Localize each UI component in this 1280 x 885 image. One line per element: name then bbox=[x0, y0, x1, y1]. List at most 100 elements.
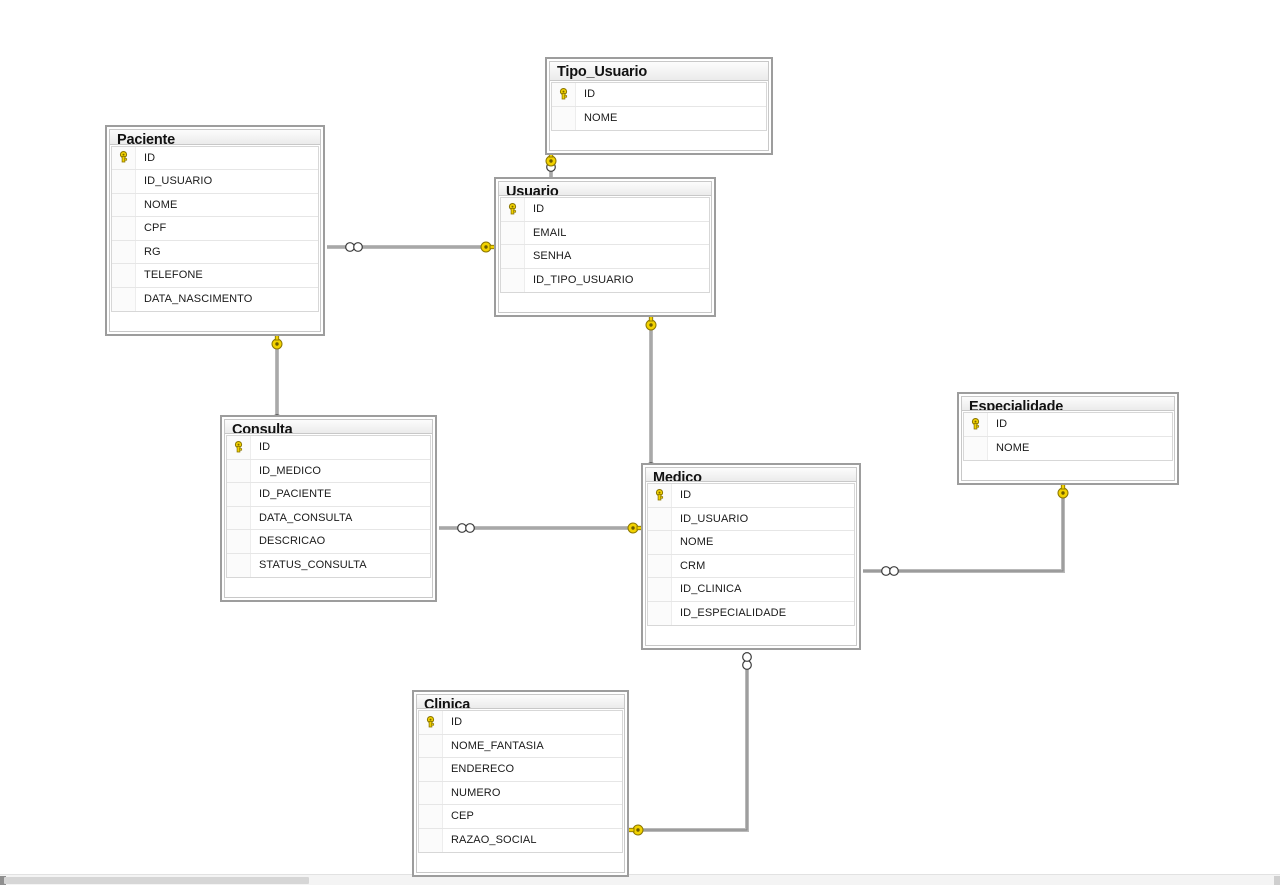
entity-title[interactable]: Especialidade bbox=[962, 397, 1174, 411]
scrollbar-right-cap[interactable] bbox=[1274, 876, 1280, 885]
field-gutter bbox=[964, 436, 988, 460]
field-row[interactable]: EMAIL bbox=[501, 221, 709, 245]
field-row[interactable]: DESCRICAO bbox=[227, 530, 430, 554]
field-row[interactable]: CEP bbox=[419, 805, 622, 829]
field-gutter bbox=[648, 531, 672, 554]
field-row[interactable]: DATA_NASCIMENTO bbox=[112, 287, 318, 311]
field-name: CEP bbox=[451, 810, 474, 823]
field-gutter bbox=[501, 268, 525, 292]
field-name: ID bbox=[584, 88, 596, 101]
entity-title[interactable]: Usuario bbox=[499, 182, 711, 196]
field-row[interactable]: NOME bbox=[552, 106, 766, 130]
field-name: ID_PACIENTE bbox=[259, 488, 332, 501]
field-row[interactable]: NOME bbox=[112, 193, 318, 217]
crowsfoot-many-icon bbox=[881, 566, 899, 576]
scrollbar-left-cap[interactable] bbox=[0, 876, 6, 885]
field-row[interactable]: DATA_CONSULTA bbox=[227, 506, 430, 530]
field-row[interactable]: ID_PACIENTE bbox=[227, 483, 430, 507]
field-row[interactable]: TELEFONE bbox=[112, 264, 318, 288]
primary-key-icon bbox=[112, 146, 136, 169]
field-name: CRM bbox=[680, 559, 706, 572]
field-row[interactable]: ID bbox=[227, 436, 430, 460]
field-row[interactable]: ID bbox=[501, 198, 709, 222]
field-gutter bbox=[648, 554, 672, 577]
relationship-paciente-usuario[interactable] bbox=[327, 241, 500, 253]
field-row[interactable]: ID_MEDICO bbox=[227, 459, 430, 483]
field-row[interactable]: SENHA bbox=[501, 245, 709, 269]
field-row[interactable]: ID bbox=[964, 413, 1172, 437]
crowsfoot-many-icon bbox=[457, 523, 475, 533]
field-name: DESCRICAO bbox=[259, 535, 326, 548]
field-row[interactable]: RAZAO_SOCIAL bbox=[419, 828, 622, 852]
entity-empty-area bbox=[417, 854, 624, 872]
field-gutter bbox=[648, 601, 672, 625]
entity-title[interactable]: Clinica bbox=[417, 695, 624, 709]
field-gutter bbox=[419, 758, 443, 781]
crowsfoot-many-icon bbox=[345, 242, 363, 252]
field-row[interactable]: ID_CLINICA bbox=[648, 578, 854, 602]
field-row[interactable]: ID_ESPECIALIDADE bbox=[648, 601, 854, 625]
field-row[interactable]: STATUS_CONSULTA bbox=[227, 553, 430, 577]
entity-field-list: ID EMAIL SENHA ID_TIPO_USUARIO bbox=[500, 197, 710, 293]
field-gutter bbox=[552, 106, 576, 130]
field-row[interactable]: NOME_FANTASIA bbox=[419, 734, 622, 758]
relationship-consulta-medico[interactable] bbox=[439, 522, 647, 534]
field-name: EMAIL bbox=[533, 226, 567, 239]
field-name: ID_USUARIO bbox=[144, 175, 213, 188]
field-row[interactable]: CRM bbox=[648, 554, 854, 578]
crowsfoot-one-icon bbox=[546, 162, 556, 172]
field-row[interactable]: ENDERECO bbox=[419, 758, 622, 782]
field-gutter bbox=[112, 240, 136, 263]
field-row[interactable]: NUMERO bbox=[419, 781, 622, 805]
field-row[interactable]: ID bbox=[552, 83, 766, 107]
field-row[interactable]: ID bbox=[112, 146, 318, 170]
field-row[interactable]: ID bbox=[648, 484, 854, 508]
entity-title[interactable]: Paciente bbox=[110, 130, 320, 145]
field-row[interactable]: ID_TIPO_USUARIO bbox=[501, 268, 709, 292]
field-name: ID bbox=[680, 489, 692, 502]
field-row[interactable]: ID_USUARIO bbox=[648, 507, 854, 531]
primary-key-icon bbox=[419, 711, 443, 734]
field-row[interactable]: ID_USUARIO bbox=[112, 170, 318, 194]
relationship-usuario-medico[interactable] bbox=[645, 311, 657, 480]
field-gutter bbox=[227, 553, 251, 577]
field-row[interactable]: RG bbox=[112, 240, 318, 264]
field-name: RAZAO_SOCIAL bbox=[451, 834, 537, 847]
scrollbar-thumb[interactable] bbox=[4, 877, 309, 884]
horizontal-scrollbar[interactable] bbox=[0, 874, 1280, 885]
entity-title[interactable]: Medico bbox=[646, 468, 856, 482]
field-name: ID bbox=[144, 151, 156, 164]
field-name: ID_USUARIO bbox=[680, 512, 749, 525]
field-name: ID_ESPECIALIDADE bbox=[680, 607, 787, 620]
entity-empty-area bbox=[962, 462, 1174, 480]
field-row[interactable]: NOME bbox=[648, 531, 854, 555]
primary-key-icon bbox=[964, 413, 988, 436]
field-gutter bbox=[419, 805, 443, 828]
entity-title[interactable]: Tipo_Usuario bbox=[550, 62, 768, 81]
field-row[interactable]: ID bbox=[419, 711, 622, 735]
field-name: NOME bbox=[584, 112, 618, 125]
field-row[interactable]: NOME bbox=[964, 436, 1172, 460]
relationship-medico-clinica[interactable] bbox=[624, 652, 752, 836]
field-name: ID_TIPO_USUARIO bbox=[533, 274, 634, 287]
field-name: RG bbox=[144, 245, 161, 258]
relationship-medico-especialidade[interactable] bbox=[863, 479, 1069, 576]
field-row[interactable]: CPF bbox=[112, 217, 318, 241]
field-gutter bbox=[501, 245, 525, 268]
field-gutter bbox=[501, 221, 525, 244]
field-name: NUMERO bbox=[451, 786, 501, 799]
entity-title[interactable]: Consulta bbox=[225, 420, 432, 434]
primary-key-icon bbox=[501, 198, 525, 221]
